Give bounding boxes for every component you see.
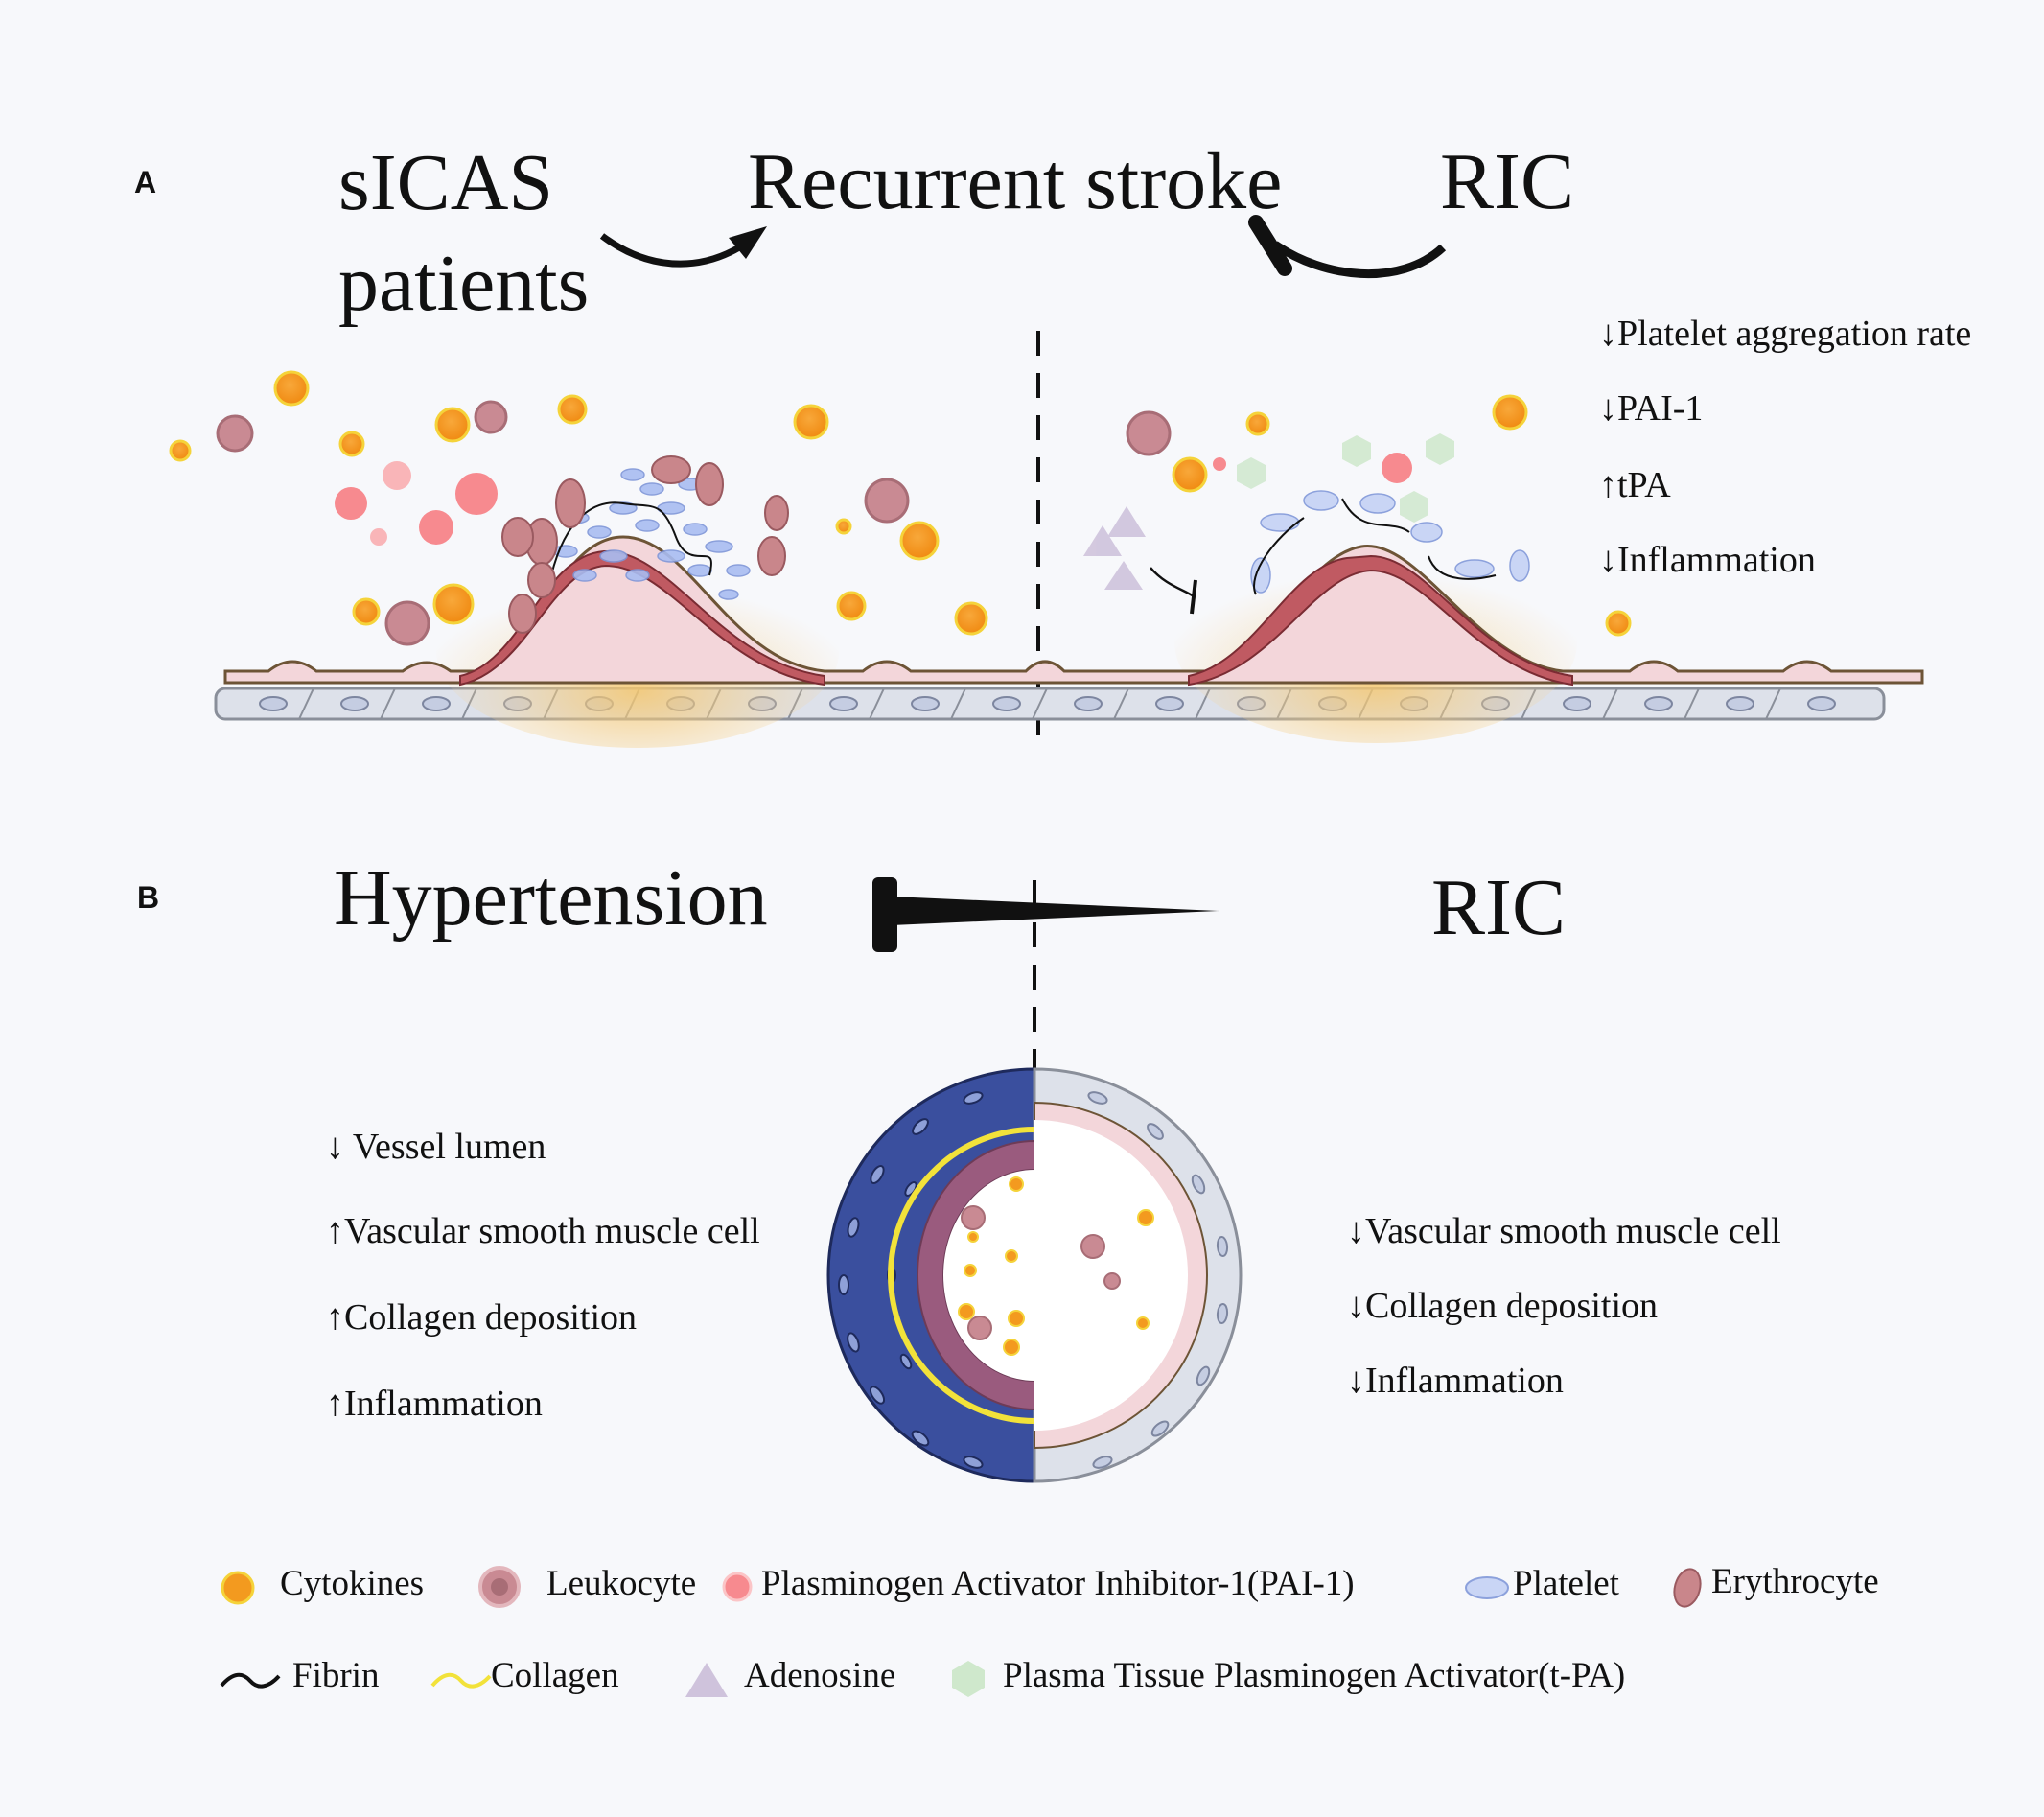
collagen-ring-left [888,1127,1035,1424]
ric-title-b: RIC [1431,863,1567,952]
adenosine-icon [685,1663,728,1697]
down-arrow-icon: ↓ [1599,540,1617,580]
inhibit-arrow [1272,241,1447,279]
effect-vessel-lumen: ↓ Vessel lumen [326,1127,546,1167]
tpa-icon [952,1661,985,1697]
tpa-group [1237,433,1454,523]
down-arrow-icon: ↓ [326,1127,353,1167]
adenosine-inhibit [1150,567,1195,598]
hypertension-title: Hypertension [334,853,768,943]
effect-inflammation-up: ↑Inflammation [326,1384,543,1424]
effect-vsmc-up: ↑Vascular smooth muscle cell [326,1211,760,1251]
panel-a-label: A [134,165,157,199]
patients-line: patients [338,239,590,328]
cytokines-right [1172,394,1632,637]
up-arrow-icon: ↑ [326,1297,344,1338]
inhibit-bar [1248,215,1292,276]
cytokines-left [169,370,988,636]
legend-leukocyte: Leukocyte [546,1564,697,1603]
cytokine-icon [221,1571,255,1605]
down-arrow-icon: ↓ [1347,1361,1365,1401]
inhibit-wedge [892,897,1219,925]
sicas-line: sICAS [338,138,554,227]
fibrin-icon [220,1672,281,1689]
fibrin-right [1253,498,1497,595]
down-arrow-icon: ↓ [1347,1286,1365,1326]
sicas-patients-title: sICAS patients [338,132,589,334]
platelet-icon [1465,1576,1509,1599]
up-arrow-icon: ↑ [326,1384,344,1424]
vsmc-light-cells [1087,1091,1229,1469]
effect-inflammation-down: ↓Inflammation [1347,1361,1564,1401]
effect-tpa: ↑tPA [1599,465,1671,505]
legend-platelet: Platelet [1513,1564,1619,1603]
collagen-icon [430,1672,492,1689]
inhibit-wedge-bar [872,877,897,952]
lumen-leukocytes [961,1205,1121,1340]
legend-fibrin: Fibrin [292,1656,380,1695]
promote-arrow-head [729,226,767,259]
pai1-left [335,461,498,546]
recurrent-stroke-title: Recurrent stroke [748,137,1283,226]
effect-platelet-aggregation: ↓Platelet aggregation rate [1599,314,1972,354]
leukocyte-icon [478,1566,521,1608]
effect-collagen-up: ↑Collagen deposition [326,1297,638,1338]
pai1-right [1382,453,1412,483]
effect-inflammation-a: ↓Inflammation [1599,540,1816,580]
legend-tpa: Plasma Tissue Plasminogen Activator(t-PA… [1003,1656,1626,1695]
pai1-icon [722,1572,753,1602]
effect-vsmc-down: ↓Vascular smooth muscle cell [1347,1211,1781,1251]
leukocytes-left [216,400,910,646]
ric-title-a: RIC [1440,137,1575,226]
effect-collagen-down: ↓Collagen deposition [1347,1286,1659,1326]
up-arrow-icon: ↑ [326,1211,344,1251]
down-arrow-icon: ↓ [1599,388,1617,429]
leukocyte-right [1126,410,1172,456]
adenosine-group [1083,506,1146,590]
panel-a-illustration [169,215,1924,753]
legend-adenosine: Adenosine [744,1656,896,1695]
pai1-right-small [1213,457,1226,471]
effect-pai1: ↓PAI-1 [1599,388,1704,429]
vessel-cross-section [826,1067,1243,1483]
lumen-cytokines [958,1176,1154,1356]
legend-pai1: Plasminogen Activator Inhibitor-1(PAI-1) [761,1564,1355,1603]
legend-erythrocyte: Erythrocyte [1711,1562,1879,1601]
erythrocyte-icon [1673,1568,1702,1608]
plaque-cap-right [1188,554,1573,687]
down-arrow-icon: ↓ [1347,1211,1365,1251]
legend-collagen: Collagen [491,1656,619,1695]
erythrocytes-left [501,455,789,634]
platelet-cluster-left [553,468,751,600]
panel-b-illustration [826,877,1243,1483]
platelets-right [1250,490,1530,594]
down-arrow-icon: ↓ [1599,314,1617,354]
up-arrow-icon: ↑ [1599,465,1617,505]
panel-b-label: B [137,880,160,915]
legend-cytokines: Cytokines [280,1564,425,1603]
